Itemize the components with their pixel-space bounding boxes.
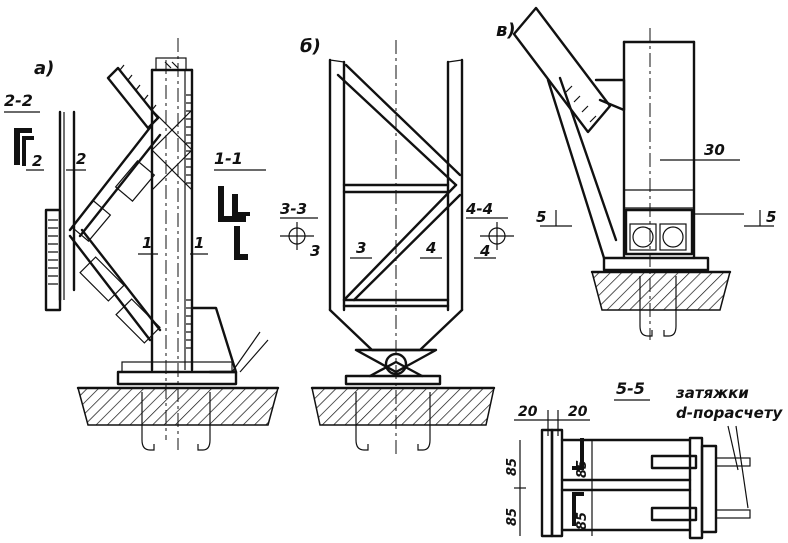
view-b-foundation bbox=[311, 387, 495, 426]
view-label-a: а) bbox=[34, 58, 54, 79]
mark-4-right: 4 bbox=[479, 242, 490, 260]
view-label-b: б) bbox=[300, 36, 321, 57]
view-b-truss-column bbox=[280, 40, 514, 455]
dimension-85-inner-bottom: 85 bbox=[575, 512, 590, 530]
section-5-5-detail bbox=[514, 399, 751, 540]
tie-note-line2: d-порасчету bbox=[676, 404, 784, 422]
mark-1-left: 1 bbox=[142, 234, 152, 252]
section-label-4-4: 4-4 bbox=[465, 200, 493, 218]
view-a-column-base bbox=[4, 38, 280, 451]
mark-5-left: 5 bbox=[536, 208, 546, 226]
view-a-base-plate bbox=[116, 370, 238, 386]
mark-2-left: 2 bbox=[32, 152, 42, 170]
view-label-v: в) bbox=[496, 20, 516, 41]
dimension-20-left: 20 bbox=[518, 404, 538, 420]
view-v-foundation bbox=[591, 271, 731, 311]
dimension-30: 30 bbox=[704, 141, 725, 159]
tie-note-line1: затяжки bbox=[675, 384, 749, 402]
labels: а) б) в) 2-2 1-1 3-3 4-4 5-5 2 2 1 1 3 3… bbox=[4, 20, 784, 530]
dimension-20-right: 20 bbox=[568, 404, 588, 420]
dimension-85-inner-top: 85 bbox=[575, 460, 590, 478]
mark-2-right: 2 bbox=[76, 150, 86, 168]
section-label-2-2: 2-2 bbox=[4, 91, 33, 110]
mark-4-center: 4 bbox=[425, 239, 436, 257]
mark-3-left: 3 bbox=[310, 242, 320, 260]
section-label-5-5: 5-5 bbox=[616, 379, 645, 398]
mark-5-right: 5 bbox=[766, 208, 776, 226]
view-v-column-base bbox=[512, 6, 774, 340]
section-label-3-3: 3-3 bbox=[280, 200, 307, 218]
dimension-85-outer-bottom: 85 bbox=[505, 508, 520, 526]
section-label-1-1: 1-1 bbox=[214, 149, 243, 168]
dimension-85-outer-top: 85 bbox=[505, 458, 520, 476]
mark-3-center: 3 bbox=[356, 239, 366, 257]
mark-1-right: 1 bbox=[194, 234, 204, 252]
